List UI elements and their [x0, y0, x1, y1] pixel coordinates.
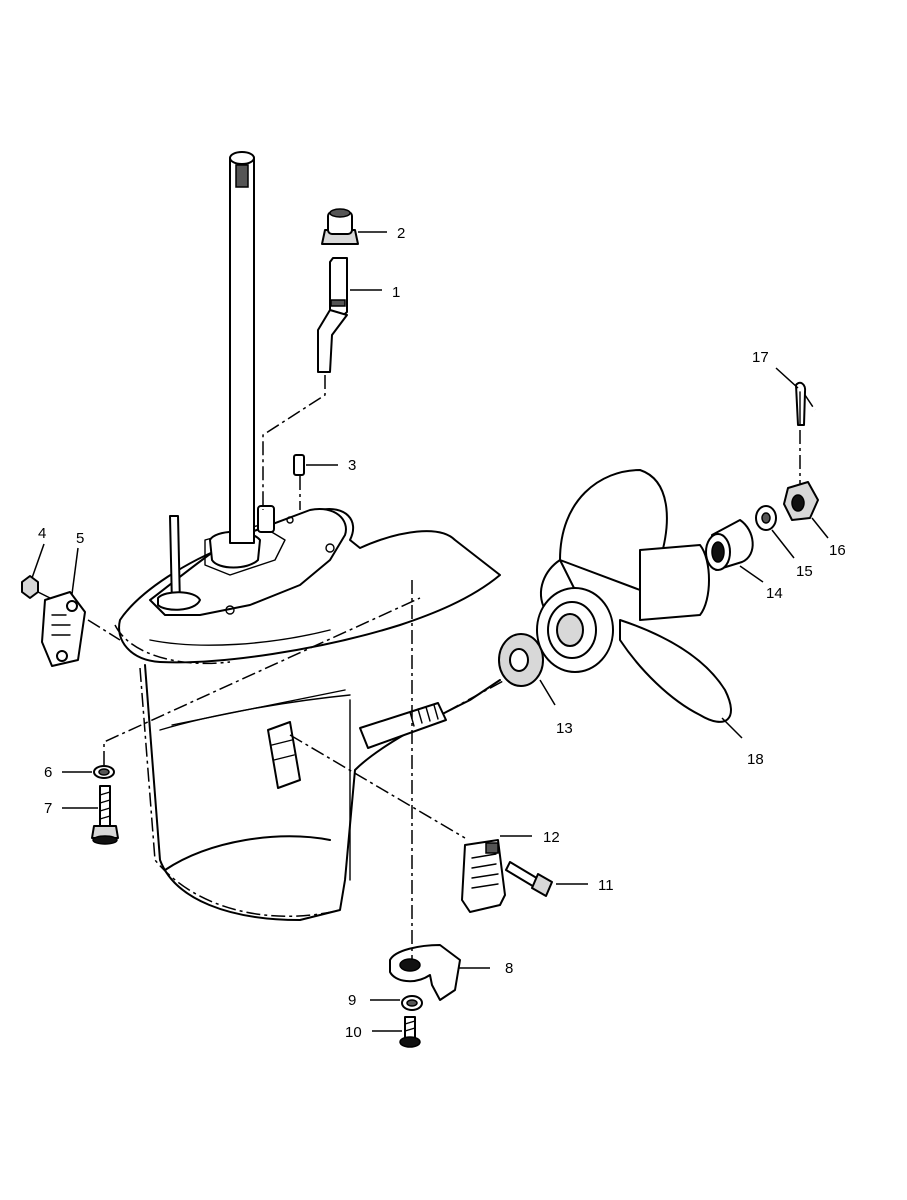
- label-18: 18: [747, 751, 764, 768]
- part-number-labels: 2 1 3 4 5 6 7 8 9 10 11 12 13 14 15 16 1…: [38, 225, 846, 1041]
- part-10-screw: [399, 1016, 421, 1048]
- part-11-screw: [505, 861, 553, 897]
- housing-anode-recess: [267, 721, 301, 789]
- part-13-thrust-washer: [498, 633, 544, 687]
- part-5-anode: [41, 591, 86, 667]
- label-11: 11: [598, 877, 614, 894]
- label-4: 4: [38, 525, 46, 542]
- part-14-spacer: [705, 519, 754, 571]
- gear-housing: [114, 505, 501, 921]
- part-16-castle-nut: [783, 481, 819, 521]
- label-13: 13: [556, 720, 573, 737]
- label-15: 15: [796, 563, 813, 580]
- part-1-shift-rod: [317, 257, 348, 373]
- part-8-trim-tab: [389, 944, 461, 1001]
- label-17: 17: [752, 349, 769, 366]
- part-6-washer: [93, 765, 115, 779]
- part-15-washer: [755, 505, 777, 531]
- label-12: 12: [543, 829, 560, 846]
- part-7-bolt: [91, 785, 119, 845]
- label-16: 16: [829, 542, 846, 559]
- label-5: 5: [76, 530, 84, 547]
- assembly-lines: [37, 375, 816, 960]
- part-12-anode-block: [461, 839, 506, 913]
- propeller-shaft: [359, 702, 447, 749]
- part-18-propeller: [536, 469, 732, 723]
- label-6: 6: [44, 764, 52, 781]
- label-9: 9: [348, 992, 356, 1009]
- part-2-bushing: [321, 208, 359, 245]
- label-14: 14: [766, 585, 783, 602]
- leader-lines: [31, 231, 829, 1032]
- label-10: 10: [345, 1024, 362, 1041]
- label-3: 3: [348, 457, 356, 474]
- label-8: 8: [505, 960, 513, 977]
- part-9-washer: [401, 995, 423, 1011]
- label-1: 1: [392, 284, 400, 301]
- label-2: 2: [397, 225, 405, 242]
- part-17-cotter-pin: [795, 381, 807, 426]
- part-3-dowel-pin: [293, 454, 305, 476]
- drive-shaft: [229, 151, 255, 544]
- part-4-nut: [21, 575, 39, 599]
- label-7: 7: [44, 800, 52, 817]
